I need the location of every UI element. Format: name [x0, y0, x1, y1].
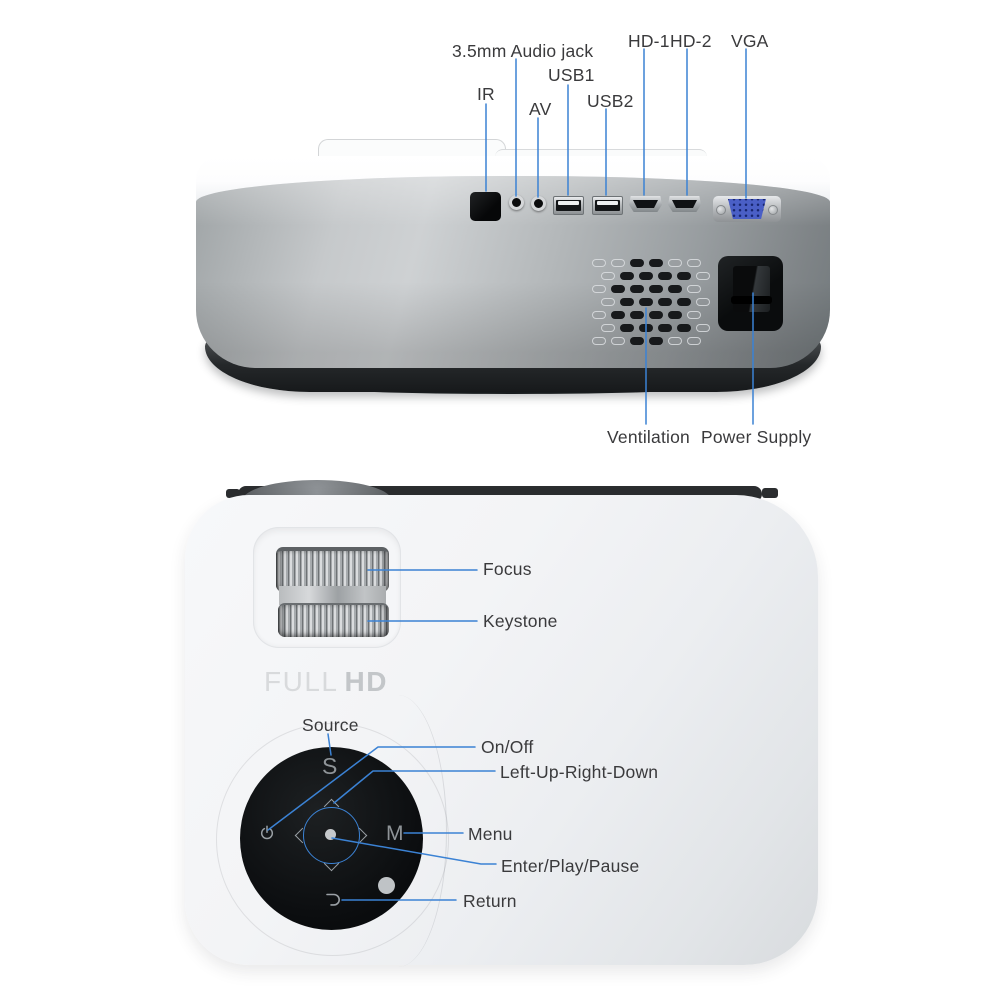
ventilation-grid [592, 259, 712, 355]
label-return: Return [463, 891, 517, 911]
usb2-port [592, 196, 623, 215]
wheel-hub [279, 586, 386, 605]
label-keystone: Keystone [483, 611, 558, 631]
vga-blue-insert [728, 199, 766, 219]
label-vga: VGA [731, 31, 769, 51]
av-jack-port [531, 196, 546, 211]
label-menu: Menu [468, 824, 513, 844]
label-on-off: On/Off [481, 737, 534, 757]
focus-wheel [276, 547, 389, 592]
label-focus: Focus [483, 559, 532, 579]
label-dpad: Left-Up-Right-Down [500, 762, 659, 782]
label-ventilation: Ventilation [607, 427, 690, 447]
hdmi1-port [629, 196, 662, 212]
keystone-wheel [278, 603, 389, 637]
full-hd-print-full: FULL [264, 666, 339, 697]
source-button: S [322, 753, 338, 779]
hdmi2-port [668, 196, 701, 212]
label-usb1: USB1 [548, 65, 595, 85]
power-icon [260, 825, 274, 840]
enter-button-dot [325, 829, 336, 840]
label-ir: IR [477, 84, 495, 104]
label-power-supply: Power Supply [701, 427, 812, 447]
power-supply-socket [718, 256, 783, 331]
label-hd2: HD-2 [670, 31, 712, 51]
vga-port [713, 196, 781, 222]
label-audio-jack: 3.5mm Audio jack [452, 41, 594, 61]
audio-jack-port [509, 195, 524, 210]
label-av: AV [529, 99, 552, 119]
label-source: Source [302, 715, 359, 735]
usb1-port [553, 196, 584, 215]
label-hd1: HD-1 [628, 31, 670, 51]
menu-button: M [386, 822, 404, 845]
pad-indicator-dot [378, 877, 395, 894]
return-icon [326, 893, 340, 906]
full-hd-print-hd: HD [344, 666, 388, 697]
adjustment-wheel-panel [253, 527, 401, 648]
label-usb2: USB2 [587, 91, 634, 111]
back-nub-left [226, 489, 240, 498]
ir-receiver-window [470, 192, 501, 221]
label-enter: Enter/Play/Pause [501, 856, 640, 876]
back-nub-right [762, 488, 778, 498]
